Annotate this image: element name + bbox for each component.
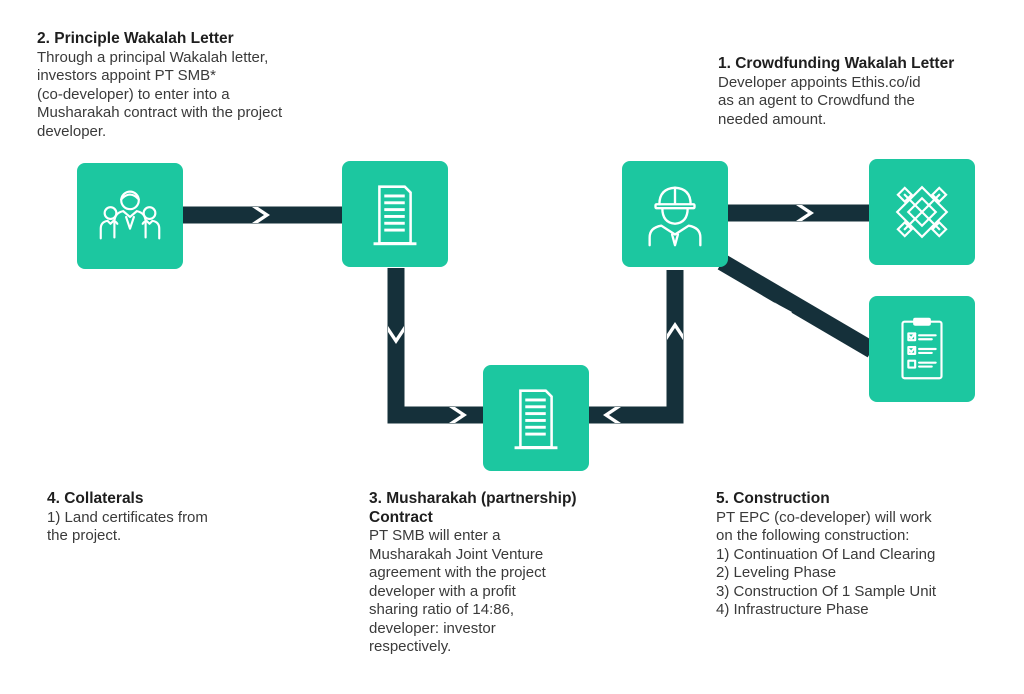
step-line: sharing ratio of 14:86, [369,601,515,618]
ethis-logo-icon [895,185,949,239]
step-line: developer. [37,122,107,140]
investors-node [77,163,183,269]
developer-helmet-icon [648,186,702,247]
building-icon [373,185,417,246]
step-heading: 1. Crowdfunding Wakalah Letter [718,55,955,72]
connector-developer-to-construction [717,254,877,358]
investors-group-icon [99,190,161,240]
checklist-icon [901,317,943,380]
connector-smb-to-contract [387,268,485,424]
step-line: 2) Leveling Phase [716,564,837,581]
step-line: 3) Construction Of 1 Sample Unit [716,582,937,600]
chevron-right-icon [449,407,467,423]
step-line: Developer appoints Ethis.co/id [718,73,921,91]
chevron-left-icon [603,407,621,423]
step-heading: 2. Principle Wakalah Letter [37,30,234,47]
developer-node [622,161,728,267]
step-heading: 5. Construction [716,490,830,507]
step-2-principle-wakalah: 2. Principle Wakalah Letter Through a pr… [37,30,367,141]
step-line: PT EPC (co-developer) will work [716,508,932,526]
step-line: 1) Land certificates from [47,508,208,526]
chevron-right-icon [796,205,814,221]
building-icon [514,389,558,450]
chevron-right-icon [252,207,270,223]
step-line: respectively. [369,638,452,655]
step-line: on the following construction: [716,527,910,544]
step-line: 4) Infrastructure Phase [716,601,869,618]
step-heading: 3. Musharakah (partnership) Contract [369,490,577,526]
construction-node [869,296,975,402]
step-heading: 4. Collaterals [47,490,144,507]
step-line: developer: investor [369,619,496,637]
connector-developer-to-contract [587,270,684,424]
step-line: developer with a profit [369,582,516,600]
step-line: Musharakah Joint Venture [369,545,544,563]
musharakah-contract-node [483,365,589,471]
step-line: agreement with the project [369,564,546,581]
step-5-construction: 5. Construction PT EPC (co-developer) wi… [716,490,1006,620]
step-line: investors appoint PT SMB* [37,67,216,84]
step-line: PT SMB will enter a [369,527,501,544]
ethis-node [869,159,975,265]
step-1-crowdfunding-wakalah: 1. Crowdfunding Wakalah Letter Developer… [718,55,958,129]
step-line: (co-developer) to enter into a [37,85,230,103]
step-3-musharakah-contract: 3. Musharakah (partnership) Contract PT … [369,490,614,657]
step-line: Through a principal Wakalah letter, [37,48,269,66]
step-line: as an agent to Crowdfund the [718,92,915,109]
chevron-up-icon [667,322,683,340]
step-line: the project. [47,527,122,544]
chevron-diagonal-icon [774,302,792,323]
step-line: 1) Continuation Of Land Clearing [716,545,936,563]
step-line: Musharakah contract with the project [37,104,283,121]
pt-smb-node [342,161,448,267]
step-line: needed amount. [718,110,827,128]
step-4-collaterals: 4. Collaterals 1) Land certificates from… [47,490,277,546]
chevron-down-icon [388,326,404,344]
